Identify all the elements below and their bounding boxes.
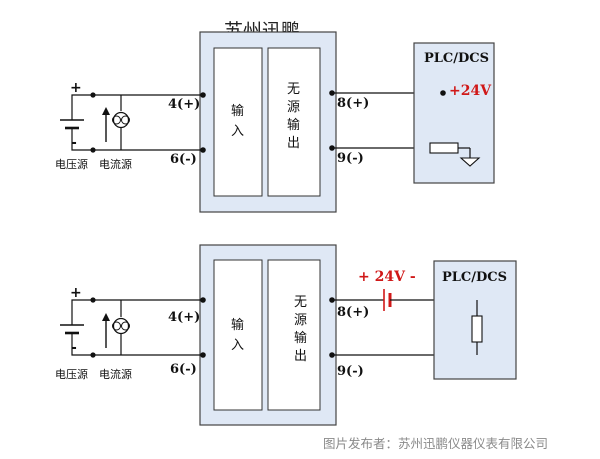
input-block-char-1: 输: [231, 103, 244, 119]
voltage-minus-sign: -: [71, 135, 77, 151]
pin-label-4: 4(+): [168, 97, 200, 112]
terminal-4: [200, 92, 206, 98]
voltage-source-label: 电压源: [55, 367, 88, 381]
current-source-label: 电流源: [99, 367, 132, 381]
input-block: [213, 259, 263, 411]
terminal-6: [200, 147, 206, 153]
voltage-source-label: 电压源: [55, 157, 88, 171]
output-block-char-1: 无: [294, 295, 307, 310]
output-block-char-2: 源: [294, 313, 307, 328]
input-block-char-1: 输: [231, 317, 244, 333]
output-block-char-1: 无: [287, 82, 300, 97]
output-block-char-4: 出: [287, 136, 300, 151]
plc-dcs-box: [413, 42, 495, 184]
voltage-plus-sign: +: [70, 80, 82, 96]
output-block-char-3: 输: [287, 117, 300, 133]
terminal-6: [200, 352, 206, 358]
load-resistor: [429, 142, 459, 154]
current-source-label: 电流源: [99, 157, 132, 171]
input-block: [213, 47, 263, 197]
ground-icon: [459, 157, 481, 167]
voltage-plus-sign: +: [70, 285, 82, 301]
pin-label-8: 8(+): [337, 96, 369, 111]
pin-label-6: 6(-): [170, 152, 197, 167]
output-block-char-2: 源: [287, 100, 300, 115]
pin-label-9: 9(-): [337, 151, 364, 166]
input-block-char-2: 入: [231, 124, 244, 139]
pin-label-8: 8(+): [337, 305, 369, 320]
diagram-top: 苏州迅鹏 输 入 无 源 输 出 4(+) 6(-) + - 电压源: [55, 20, 495, 213]
supply-24v-label: +24V: [449, 83, 492, 99]
plc-label: PLC/DCS: [442, 270, 507, 285]
output-block-char-3: 输: [294, 330, 307, 346]
output-block: [267, 259, 321, 411]
voltage-minus-sign: -: [71, 340, 77, 356]
supply-24v-label: + 24V -: [358, 269, 416, 285]
output-block: [267, 47, 321, 197]
terminal-4: [200, 297, 206, 303]
image-credit: 图片发布者：苏州迅鹏仪器仪表有限公司: [323, 436, 548, 451]
plc-label: PLC/DCS: [424, 51, 489, 66]
pin-label-4: 4(+): [168, 310, 200, 325]
diagram-bottom: 输 入 无 源 输 出 4(+) 6(-) + - 电压源 电流源: [55, 244, 517, 426]
pin-label-6: 6(-): [170, 362, 197, 377]
output-block-char-4: 出: [294, 349, 307, 364]
input-block-char-2: 入: [231, 338, 244, 353]
pin-label-9: 9(-): [337, 364, 364, 379]
load-resistor: [471, 315, 483, 343]
